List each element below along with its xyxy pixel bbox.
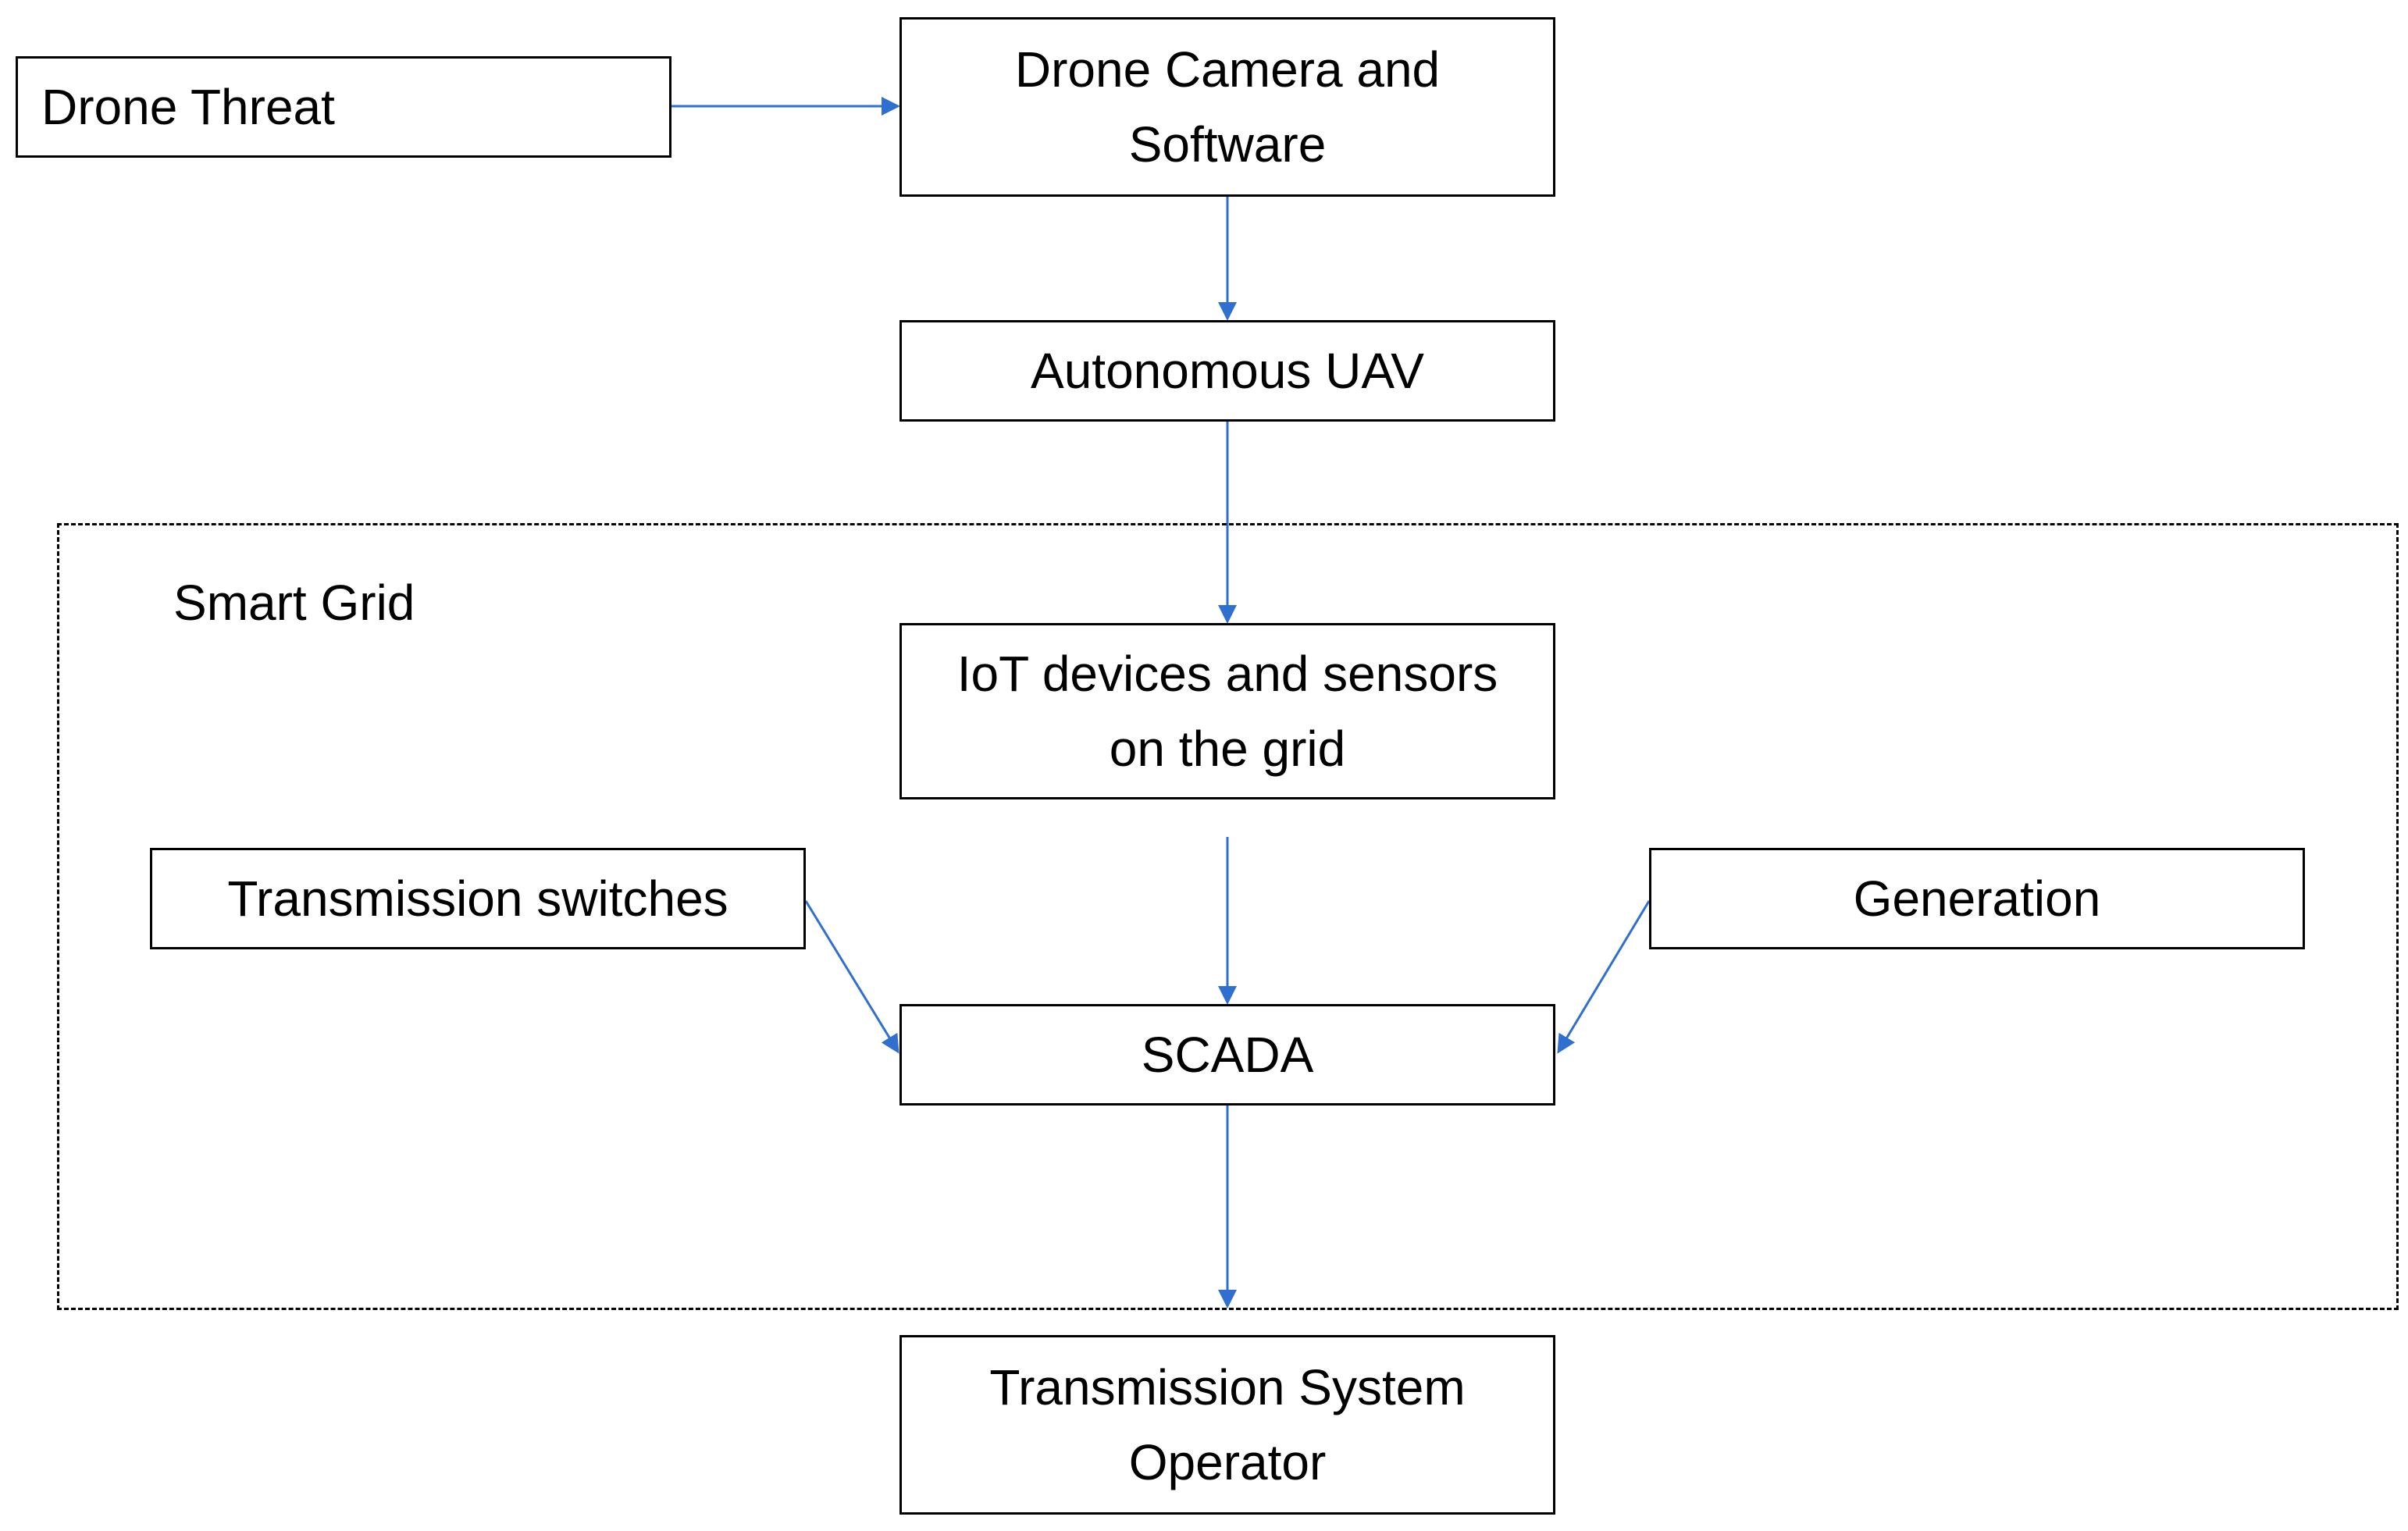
generation-node: Generation [1649, 848, 2305, 949]
drone-threat-node: Drone Threat [16, 56, 671, 158]
drone-camera-software-node: Drone Camera and Software [899, 17, 1555, 197]
smart-grid-label: Smart Grid [173, 575, 415, 631]
smart-grid-group [57, 523, 2399, 1310]
transmission-system-operator-node: Transmission System Operator [899, 1335, 1555, 1515]
autonomous-uav-node: Autonomous UAV [899, 320, 1555, 422]
transmission-switches-node: Transmission switches [150, 848, 806, 949]
iot-devices-node: IoT devices and sensors on the grid [899, 623, 1555, 799]
scada-node: SCADA [899, 1004, 1555, 1106]
arrow-switches-to-scada [804, 900, 899, 1054]
arrow-generation-to-scada [1557, 900, 1651, 1054]
